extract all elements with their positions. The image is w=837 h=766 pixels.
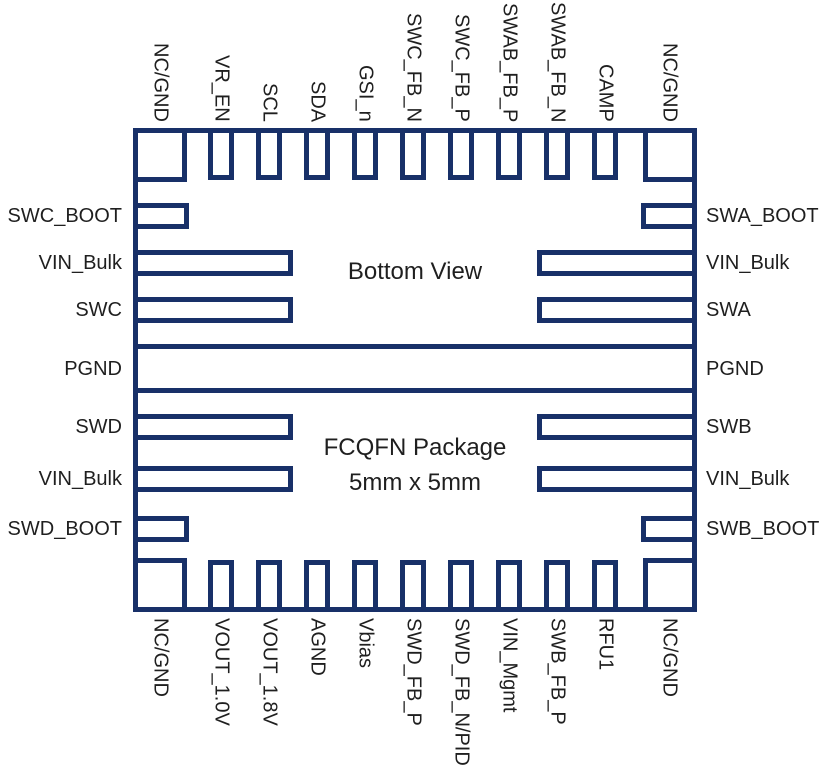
label-vout-1-0v: VOUT_1.0V [210, 618, 233, 726]
label-vin-bulk-swc: VIN_Bulk [38, 252, 122, 274]
label-rfu1: RFU1 [594, 618, 617, 671]
pin-nc-gnd-top-right [643, 128, 697, 182]
pin-nc-gnd-bottom-right [643, 558, 697, 612]
pin-swd-boot [133, 516, 189, 542]
label-swd-fb-n-pid: SWD_FB_N/PID [450, 618, 473, 766]
pin-swd-fb-p [400, 560, 426, 612]
label-swa: SWA [706, 299, 751, 321]
pin-swc-fb-p [448, 128, 474, 180]
label-agnd: AGND [306, 618, 329, 676]
label-camp: CAMP [594, 64, 617, 122]
pin-swc-fb-n [400, 128, 426, 180]
label-nc-gnd-bottom-right: NC/GND [658, 618, 681, 697]
label-swc-fb-p: SWC_FB_P [450, 14, 473, 122]
label-swc: SWC [75, 299, 122, 321]
label-swd-fb-p: SWD_FB_P [402, 618, 425, 726]
pin-nc-gnd-bottom-left [133, 558, 187, 612]
pin-swa-boot [641, 203, 697, 229]
pin-swc [133, 297, 293, 323]
label-swab-fb-n: SWAB_FB_N [546, 1, 569, 122]
view-label: Bottom View [347, 258, 483, 285]
label-scl: SCL [258, 83, 281, 122]
pin-vout-1-0v [208, 560, 234, 612]
pin-camp [592, 128, 618, 180]
pin-nc-gnd-top-left [133, 128, 187, 182]
package-label: FCQFN Package 5mm x 5mm [133, 430, 697, 500]
pin-vin-mgmt [496, 560, 522, 612]
pin-pgnd-bar [133, 344, 697, 393]
pin-vin-bulk-swa [537, 250, 697, 276]
label-pgnd-right: PGND [706, 358, 764, 380]
pin-swd-fb-n-pid [448, 560, 474, 612]
pin-vin-bulk-swb [537, 466, 697, 492]
label-swb-boot: SWB_BOOT [706, 518, 820, 540]
package-name: FCQFN Package [323, 434, 507, 461]
label-swc-fb-n: SWC_FB_N [402, 13, 425, 122]
label-sda: SDA [306, 80, 329, 122]
pin-rfu1 [592, 560, 618, 612]
label-vout-1-8v: VOUT_1.8V [258, 618, 281, 726]
label-swb: SWB [706, 416, 752, 438]
pin-swd [133, 414, 293, 440]
pin-agnd [304, 560, 330, 612]
pin-swa [537, 297, 697, 323]
pin-swab-fb-n [544, 128, 570, 180]
pin-swb [537, 414, 697, 440]
pin-swab-fb-p [496, 128, 522, 180]
label-swa-boot: SWA_BOOT [706, 205, 819, 227]
pin-vin-bulk-swd [133, 466, 293, 492]
label-nc-gnd-bottom-left: NC/GND [149, 618, 172, 697]
pin-gsi-n [352, 128, 378, 180]
label-swb-fb-p: SWB_FB_P [546, 618, 569, 725]
label-vbias: Vbias [354, 618, 377, 669]
label-vin-bulk-swd: VIN_Bulk [38, 468, 122, 490]
label-vin-bulk-swa: VIN_Bulk [706, 252, 790, 274]
label-swab-fb-p: SWAB_FB_P [498, 2, 521, 122]
label-swd-boot: SWD_BOOT [7, 518, 122, 540]
pin-swb-boot [641, 516, 697, 542]
label-nc-gnd-top-right: NC/GND [658, 43, 681, 122]
label-vr-en: VR_EN [210, 55, 233, 122]
label-gsi-n: GSI_n [354, 65, 377, 122]
package-size: 5mm x 5mm [349, 469, 481, 496]
label-swc-boot: SWC_BOOT [7, 205, 122, 227]
label-vin-mgmt: VIN_Mgmt [498, 618, 521, 713]
pin-scl [256, 128, 282, 180]
pin-vr-en [208, 128, 234, 180]
label-swd: SWD [75, 416, 122, 438]
pin-vout-1-8v [256, 560, 282, 612]
pin-vbias [352, 560, 378, 612]
pin-vin-bulk-swc [133, 250, 293, 276]
label-vin-bulk-swb: VIN_Bulk [706, 468, 790, 490]
pin-sda [304, 128, 330, 180]
pin-swc-boot [133, 203, 189, 229]
label-nc-gnd-top-left: NC/GND [149, 43, 172, 122]
label-pgnd-left: PGND [64, 358, 122, 380]
pin-swb-fb-p [544, 560, 570, 612]
